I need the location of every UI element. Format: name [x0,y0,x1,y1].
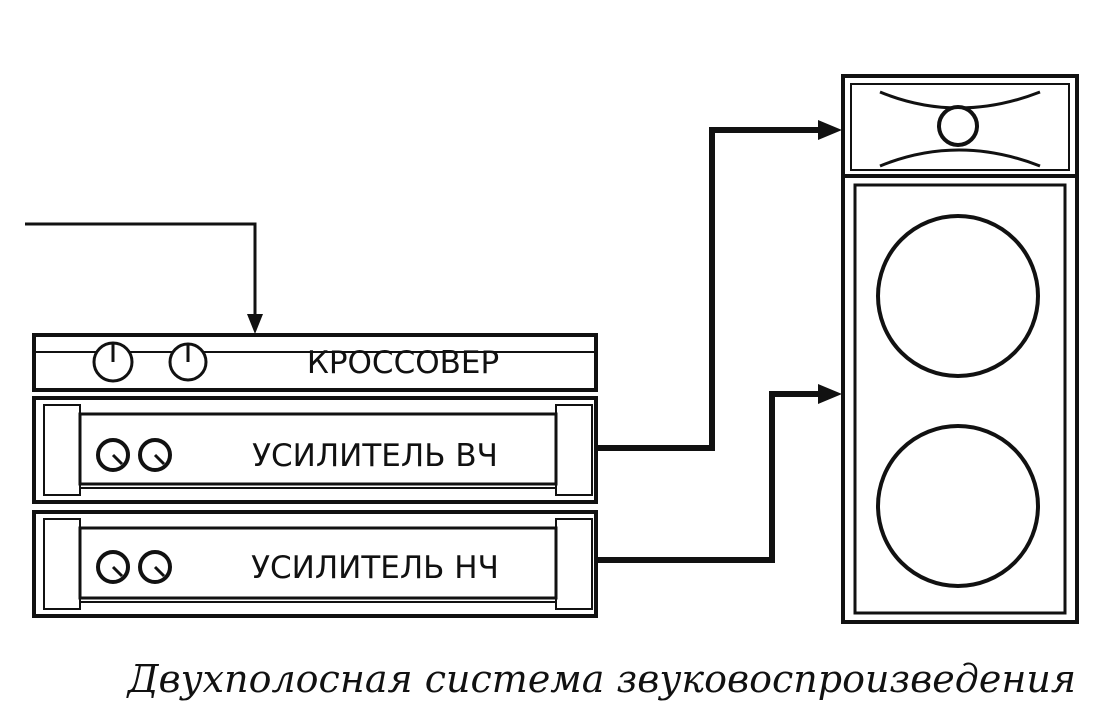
lf-output-cable [596,384,842,563]
crossover-unit: КРОССОВЕР [32,333,598,392]
input-arrowhead [247,314,263,334]
input-signal-line [25,222,263,334]
hf-amp-rack-handle-left [43,404,81,496]
lf-amp-rack-handle-left [43,518,81,610]
lf-amp-knob-2[interactable] [138,550,172,584]
crossover-knob-1[interactable] [92,341,134,383]
hf-amp-label: УСИЛИТЕЛЬ ВЧ [252,438,498,474]
hf-amp-knob-2[interactable] [138,438,172,472]
woofer-lower [876,424,1040,588]
lf-amplifier-unit: УСИЛИТЕЛЬ НЧ [32,510,598,618]
hf-amplifier-unit: УСИЛИТЕЛЬ ВЧ [32,396,598,504]
lf-amp-knob-1[interactable] [96,550,130,584]
hf-output-cable [596,120,842,451]
lf-amp-label: УСИЛИТЕЛЬ НЧ [251,550,499,586]
lf-amp-rack-handle-right [555,518,593,610]
tweeter-horn [843,83,1077,178]
hf-amp-knob-1[interactable] [96,438,130,472]
diagram-caption: Двухполосная система звуковоспроизведени… [126,657,1076,701]
crossover-knob-2[interactable] [168,342,208,382]
hf-amp-rack-handle-right [555,404,593,496]
speaker-cabinet [841,74,1079,624]
hf-cable-arrowhead [818,120,842,140]
crossover-label: КРОССОВЕР [307,345,499,381]
tweeter-driver [937,105,979,147]
woofer-section [853,183,1067,615]
woofer-upper [876,214,1040,378]
lf-cable-arrowhead [818,384,842,404]
